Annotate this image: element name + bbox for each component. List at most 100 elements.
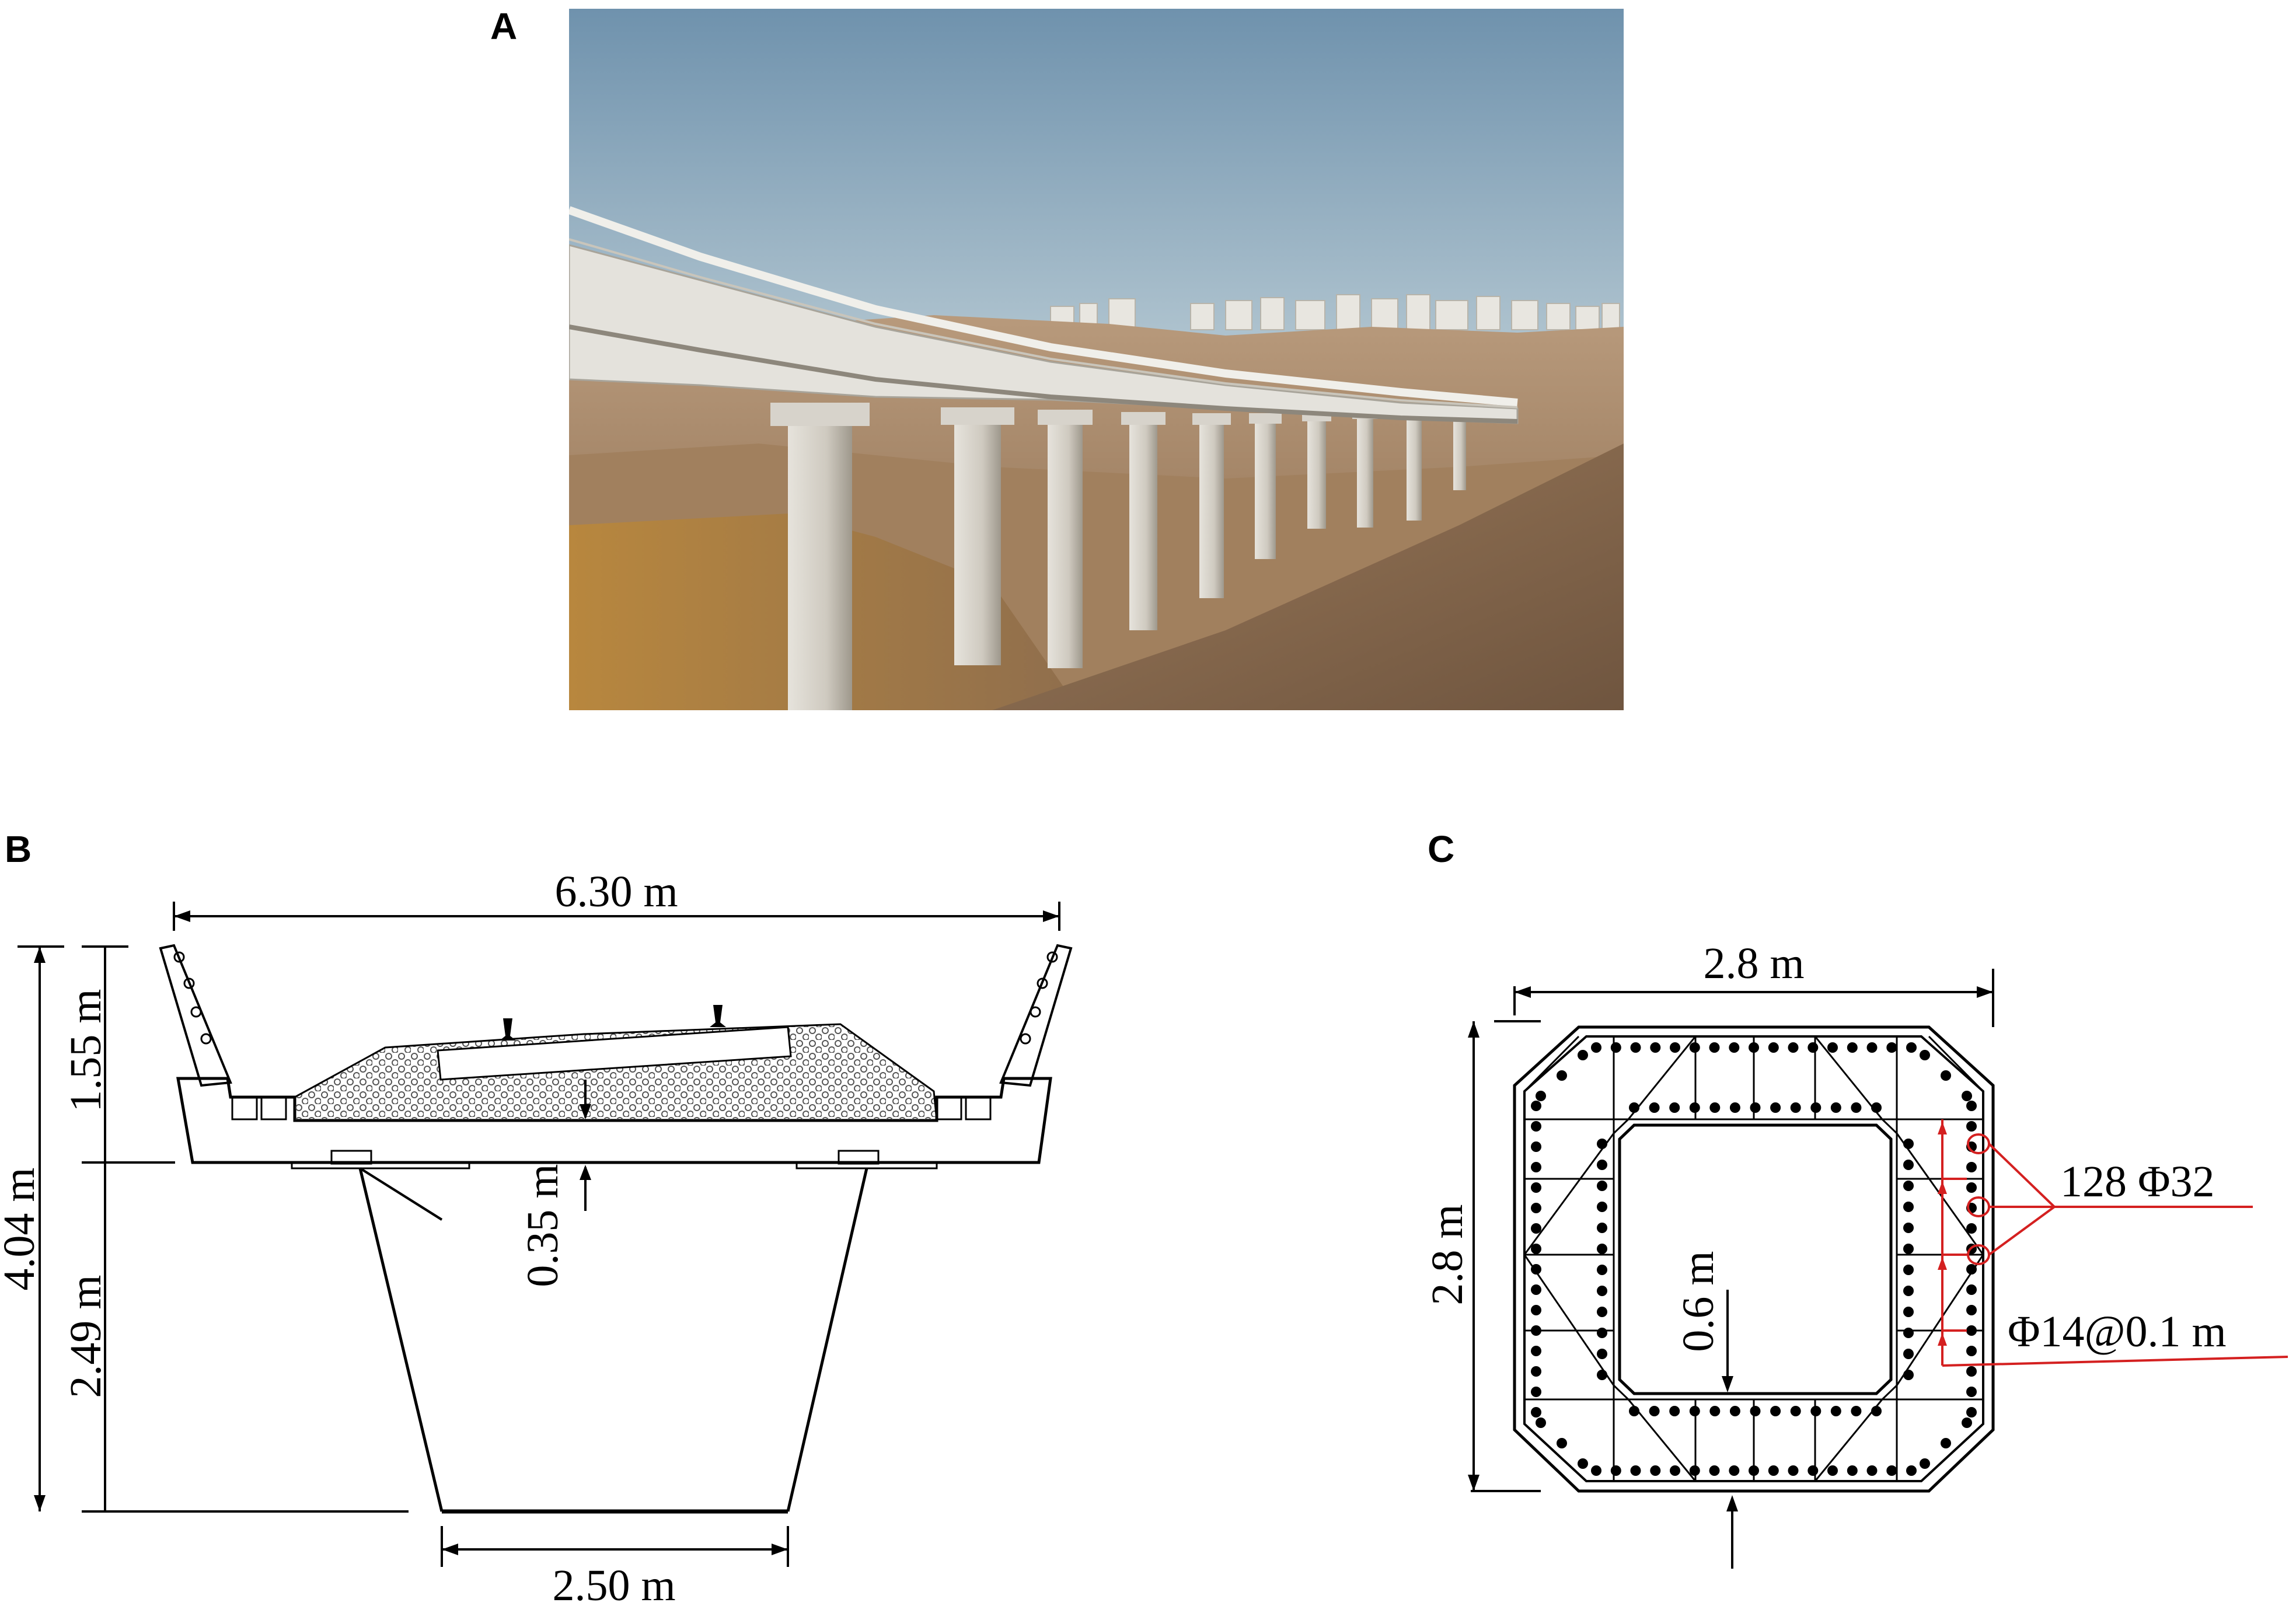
section-b-dimensions — [18, 945, 789, 1567]
rebar-dot — [1531, 1366, 1541, 1377]
rebar-dot — [1531, 1346, 1541, 1356]
rebar-dot — [1531, 1325, 1541, 1336]
rebar-dot — [1629, 1406, 1639, 1416]
rebar-dot — [1830, 1102, 1841, 1113]
rebar-dot — [1597, 1181, 1607, 1191]
rebar-dot — [1788, 1465, 1799, 1476]
rebar-dot — [1597, 1223, 1607, 1233]
rebar-dot — [1669, 1406, 1680, 1416]
left-rail — [500, 1018, 516, 1041]
rebar-dot — [1689, 1102, 1700, 1113]
rebar-dot — [1630, 1465, 1641, 1476]
rebar-dot — [1903, 1307, 1914, 1317]
label-bottom-width: 2.50 m — [552, 1561, 675, 1606]
rebar-dot — [1749, 1042, 1759, 1053]
rebar-dot — [1669, 1102, 1680, 1113]
rebar-dot — [1689, 1406, 1700, 1416]
rebar-dot — [1903, 1286, 1914, 1296]
panel-label-c: C — [1428, 828, 1455, 870]
rebar-dot — [1810, 1406, 1822, 1416]
rebar-dot — [1709, 1042, 1720, 1053]
rebar-dot — [1629, 1102, 1639, 1113]
rebar-dot — [1903, 1160, 1914, 1170]
rebar-dot — [1597, 1139, 1607, 1149]
rebar-dot — [1903, 1181, 1914, 1191]
rebar-dot — [1649, 1102, 1660, 1113]
rebar-dot — [1903, 1265, 1914, 1275]
rebar-dot — [1670, 1042, 1680, 1053]
rebar-dot — [1903, 1328, 1914, 1338]
label-pier-height: 2.8 m — [1423, 1204, 1472, 1305]
rebar-dot — [1531, 1203, 1541, 1213]
rebar-dot — [1871, 1406, 1882, 1416]
rebar-dot — [1709, 1406, 1721, 1416]
rebar-dot — [1591, 1465, 1601, 1476]
rebar-dot — [1597, 1202, 1607, 1212]
rebar-dot — [1847, 1465, 1858, 1476]
rebar-dot — [1597, 1370, 1607, 1380]
grassy-slope — [992, 444, 1624, 710]
rebar-dot — [1966, 1101, 1977, 1111]
rebar-dot — [1650, 1042, 1661, 1053]
rebar-dot — [1531, 1284, 1541, 1295]
rebar-dot — [1966, 1346, 1977, 1356]
label-total-height: 4.04 m — [0, 1167, 44, 1290]
pier-cross-section — [1513, 1025, 1995, 1493]
rebar-dot — [1770, 1406, 1781, 1416]
rebar-dot — [1871, 1102, 1882, 1113]
rebar-dot — [1770, 1102, 1781, 1113]
rebar-dot — [1768, 1465, 1779, 1476]
bridge-piers — [770, 403, 1470, 710]
rebar-dot — [1966, 1182, 1977, 1193]
label-pier-width: 2.8 m — [1703, 939, 1804, 988]
rebar-dot — [1591, 1042, 1601, 1053]
rebar-dot — [1610, 1042, 1621, 1053]
label-upper-height: 1.55 m — [61, 989, 110, 1112]
rebar-dot — [1630, 1042, 1641, 1053]
rebar-dot — [1906, 1042, 1917, 1053]
rebar-dot — [1578, 1458, 1588, 1469]
deck-cross-section — [159, 902, 1073, 1221]
rebar-dot — [1808, 1042, 1819, 1053]
rebar-dot — [1689, 1042, 1700, 1053]
rebar-dot — [1670, 1465, 1680, 1476]
rebar-dot — [1536, 1418, 1546, 1428]
outer-wall-outline — [1513, 1025, 1995, 1493]
rebar-dot — [1920, 1458, 1930, 1469]
sleeper — [437, 1026, 792, 1081]
rebar-dot — [1531, 1387, 1541, 1397]
rebar-dot — [1531, 1244, 1541, 1254]
rebar-dot — [1531, 1223, 1541, 1234]
rebar-dot — [1962, 1418, 1972, 1428]
panel-label-a: A — [490, 5, 518, 47]
rebar-dot — [1941, 1070, 1951, 1081]
label-long-rebar: 128 Φ32 — [2060, 1157, 2215, 1206]
bridge-deck — [569, 244, 1519, 424]
rebar-dot — [1531, 1305, 1541, 1315]
label-slab-thickness: 0.35 m — [518, 1164, 567, 1287]
rebar-dot — [1920, 1050, 1930, 1060]
rebar-dot — [1597, 1160, 1607, 1170]
rebar-dot — [1597, 1244, 1607, 1254]
rebar-dots — [1531, 1042, 1977, 1476]
rebar-dot — [1966, 1305, 1977, 1315]
rebar-dot — [1966, 1121, 1977, 1132]
rebar-dot — [1531, 1407, 1541, 1418]
label-deck-width: 6.30 m — [554, 867, 678, 916]
rebar-dot — [1531, 1121, 1541, 1132]
rebar-dot — [1903, 1139, 1914, 1149]
section-c-dimensions — [1468, 969, 1994, 1569]
rebar-dot — [1750, 1406, 1761, 1416]
rebar-dot — [1886, 1042, 1897, 1053]
rebar-dot — [1729, 1406, 1740, 1416]
rebar-dot — [1966, 1325, 1977, 1336]
label-wall-thickness: 0.6 m — [1674, 1251, 1723, 1352]
rebar-dot — [1810, 1102, 1822, 1113]
rebar-dot — [1966, 1407, 1977, 1418]
rebar-dot — [1788, 1042, 1799, 1053]
label-stirrups: Φ14@0.1 m — [2008, 1307, 2227, 1356]
rebar-dot — [1903, 1349, 1914, 1359]
rebar-dot — [1557, 1438, 1567, 1448]
rebar-dot — [1851, 1406, 1862, 1416]
